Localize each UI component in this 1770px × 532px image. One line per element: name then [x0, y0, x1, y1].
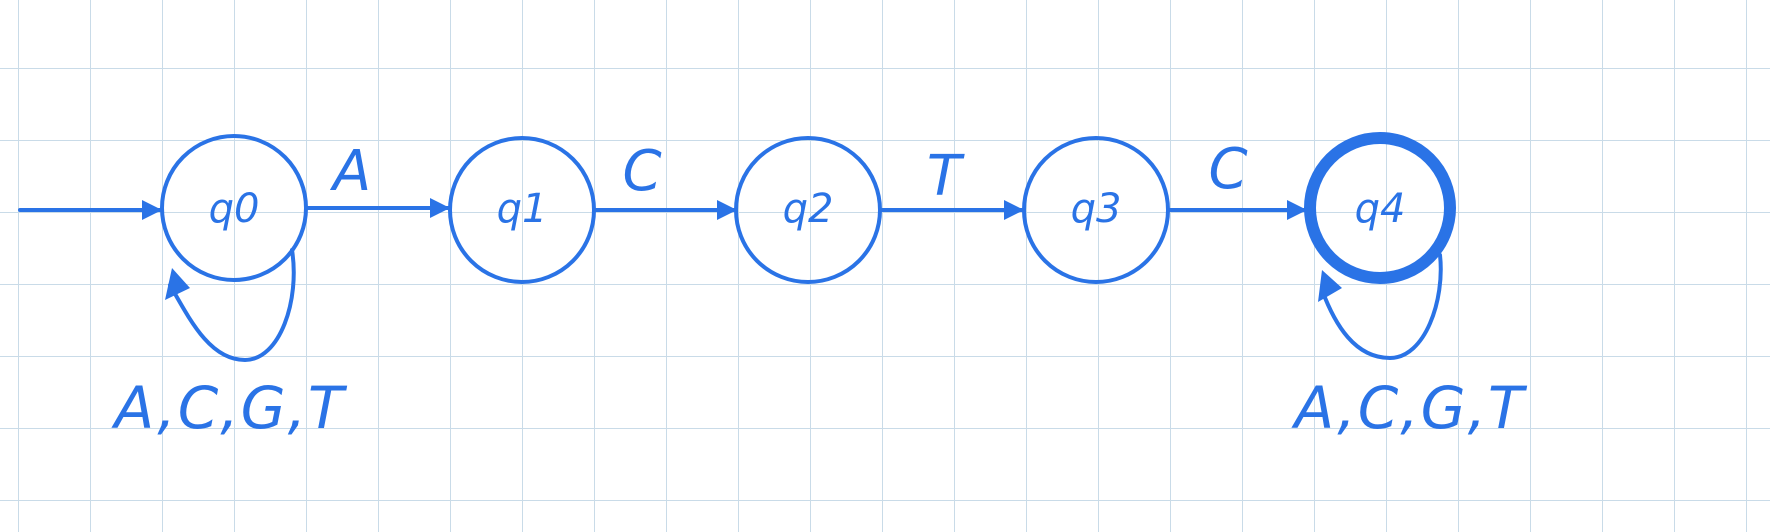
state-label-q3: q3	[1071, 186, 1122, 232]
state-q4-accepting	[1304, 132, 1456, 284]
state-q2	[734, 136, 882, 284]
state-label-q0: q0	[209, 186, 260, 232]
transition-label-q2-q3: T	[927, 144, 965, 209]
self-loop-q4	[1320, 253, 1443, 360]
state-q0	[160, 134, 308, 282]
state-label-q1: q1	[497, 186, 548, 232]
state-label-q4: q4	[1355, 186, 1406, 232]
transition-label-q1-q2: C	[622, 139, 661, 204]
self-loop-arrowhead-q0	[165, 268, 190, 300]
self-loop-label-q4: A,C,G,T	[1291, 374, 1529, 442]
transition-label-q3-q4: C	[1208, 137, 1247, 202]
transition-label-q0-q1: A	[330, 139, 371, 204]
self-loop-arrowhead-q4	[1318, 270, 1342, 302]
state-label-q2: q2	[783, 186, 834, 232]
self-loop-q0	[168, 248, 296, 362]
self-loop-label-q0: A,C,G,T	[111, 374, 349, 442]
state-q3	[1022, 136, 1170, 284]
state-q1	[448, 136, 596, 284]
